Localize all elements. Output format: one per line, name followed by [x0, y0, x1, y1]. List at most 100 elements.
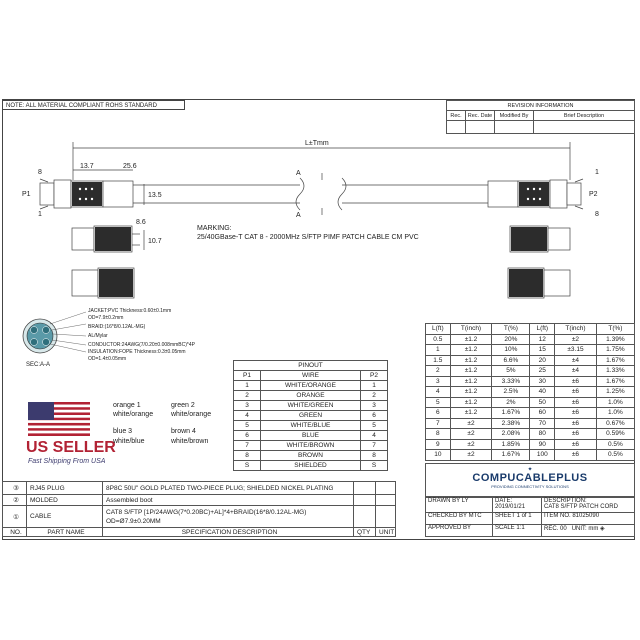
- length-cell: 15: [529, 344, 556, 356]
- right-boot-dark: [519, 182, 549, 206]
- length-cell: 90: [529, 438, 556, 450]
- length-cell: 10: [425, 449, 451, 461]
- dim-length: L±Tmm: [305, 140, 329, 147]
- pinout-cell: 8: [233, 450, 261, 461]
- length-cell: 50: [529, 396, 556, 408]
- length-cell: 1.85%: [491, 438, 531, 450]
- length-cell: ±1.2: [449, 344, 493, 356]
- pinout-cell: 1: [360, 380, 388, 391]
- revision-table: REVISION INFORMATION Rec. Rec. Date Modi…: [446, 100, 635, 134]
- length-cell: ±1.2: [449, 354, 493, 366]
- length-cell: 60: [529, 407, 556, 419]
- length-cell: 6: [425, 407, 451, 419]
- length-cell: ±2: [449, 417, 493, 429]
- length-cell: ±6: [554, 438, 597, 450]
- length-cell: ±1.2: [449, 333, 493, 345]
- pinout-title: PINOUT: [233, 360, 388, 371]
- section-a-top: A: [296, 170, 301, 177]
- pinout-cell: 2: [233, 390, 261, 401]
- pinout-cell: WHITE/GREEN: [260, 400, 361, 411]
- note-insulation-od: OD=1.4±0.05mm: [88, 356, 127, 362]
- pair-1-sub: white/orange: [113, 411, 154, 418]
- length-cell: 1.39%: [595, 333, 636, 345]
- dim-13-5: 13.5: [148, 192, 162, 199]
- length-cell: 1: [425, 344, 451, 356]
- left-plug-top-view: [39, 179, 490, 209]
- left-boot-dark: [72, 182, 102, 206]
- pair-4-label: brown 4: [171, 428, 196, 435]
- dim-10-7: 10.7: [148, 238, 162, 245]
- us-seller-sub: Fast Shipping From USA: [28, 458, 106, 465]
- title-block-table: DRAWN BY LY DATE:2019/01/21 DESCRIPTION:…: [425, 497, 635, 537]
- pinout-cell: 2: [360, 390, 388, 401]
- label-pin8-right: 8: [595, 211, 599, 218]
- length-cell: ±4: [554, 354, 597, 366]
- note-od: OD=7.9±0.2mm: [88, 315, 124, 321]
- drawing-border: [2, 99, 635, 540]
- note-braid: BRAID:(16*8/0.12AL-MG): [88, 324, 146, 330]
- length-cell: 100: [529, 449, 556, 461]
- dim-13-7: 13.7: [80, 163, 94, 170]
- pair-4-sub: white/brown: [171, 438, 209, 445]
- length-cell: 20: [529, 354, 556, 366]
- dim-25-6: 25.6: [123, 163, 137, 170]
- marking-text: 25/40GBase-T CAT 8 - 2000MHz S/FTP PIMF …: [197, 234, 419, 241]
- length-cell: 1.67%: [491, 449, 531, 461]
- length-cell: 6.6%: [491, 354, 531, 366]
- length-cell: ±6: [554, 375, 597, 387]
- pinout-cell: SHIELDED: [260, 460, 361, 471]
- projection-icon: ◈: [600, 526, 605, 532]
- pinout-cell: 7: [233, 440, 261, 451]
- us-seller-title: US SELLER: [26, 439, 116, 456]
- revision-title: REVISION INFORMATION: [446, 100, 635, 111]
- length-cell: 2.5%: [491, 386, 531, 398]
- pair-1-label: orange 1: [113, 402, 141, 409]
- pinout-cell: 6: [233, 430, 261, 441]
- length-cell: ±2: [449, 449, 493, 461]
- length-cell: 2: [425, 365, 451, 377]
- length-cell: 0.67%: [595, 417, 636, 429]
- length-cell: ±1.2: [449, 375, 493, 387]
- section-a-bottom: A: [296, 212, 301, 219]
- length-cell: 80: [529, 428, 556, 440]
- pair-2-sub: white/orange: [171, 411, 212, 418]
- pinout-cell: 6: [360, 410, 388, 421]
- length-cell: 2.08%: [491, 428, 531, 440]
- pinout-cell: 5: [360, 420, 388, 431]
- length-cell: 5: [425, 396, 451, 408]
- pinout-cell: S: [360, 460, 388, 471]
- length-cell: 1.5: [425, 354, 451, 366]
- length-cell: ±6: [554, 407, 597, 419]
- length-cell: ±6: [554, 396, 597, 408]
- pinout-cell: 7: [360, 440, 388, 451]
- label-pin1-right: 1: [595, 169, 599, 176]
- pinout-cell: 4: [233, 410, 261, 421]
- length-cell: ±2: [449, 428, 493, 440]
- company-tagline: PROVIDING CONNECTIVITY SOLUTIONS: [491, 484, 569, 489]
- length-cell: 1.33%: [595, 365, 636, 377]
- length-cell: 2.38%: [491, 417, 531, 429]
- length-cell: 0.59%: [595, 428, 636, 440]
- section-label: SEC:A-A: [26, 362, 51, 368]
- label-p1: P1: [22, 191, 31, 198]
- length-cell: 0.5%: [595, 438, 636, 450]
- length-cell: ±3.15: [554, 344, 597, 356]
- pinout-cell: 1: [233, 380, 261, 391]
- length-cell: 1.0%: [595, 407, 636, 419]
- pinout-cell: 3: [233, 400, 261, 411]
- rohs-note: NOTE: ALL MATERIAL COMPLIANT ROHS STANDA…: [2, 100, 185, 110]
- length-cell: 3.33%: [491, 375, 531, 387]
- length-cell: 4: [425, 386, 451, 398]
